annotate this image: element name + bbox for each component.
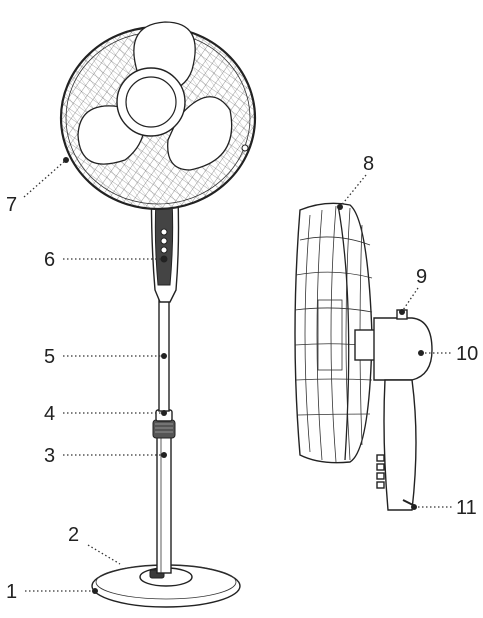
callout-6: 6 (44, 249, 167, 271)
fan-base (91, 564, 241, 608)
callout-label-3: 3 (44, 445, 55, 467)
callout-label-7: 7 (6, 194, 17, 216)
side-fan-illustration (294, 202, 433, 511)
callout-10: 10 (418, 343, 478, 365)
callout-8: 8 (337, 153, 374, 210)
callout-4: 4 (44, 403, 167, 425)
callout-label-8: 8 (363, 153, 374, 175)
callout-label-10: 10 (456, 343, 478, 365)
callout-2: 2 (68, 524, 121, 565)
callout-label-9: 9 (416, 266, 427, 288)
side-stand-neck (376, 379, 417, 511)
callout-1: 1 (6, 581, 98, 603)
callout-label-5: 5 (44, 346, 55, 368)
fan-blades (77, 21, 233, 171)
side-guard (294, 202, 373, 464)
callout-label-1: 1 (6, 581, 17, 603)
callout-7: 7 (6, 157, 69, 216)
callout-9: 9 (399, 266, 427, 315)
callout-label-4: 4 (44, 403, 55, 425)
callout-label-11: 11 (456, 497, 477, 519)
callout-5: 5 (44, 346, 167, 368)
callout-3: 3 (44, 445, 167, 467)
callout-label-6: 6 (44, 249, 55, 271)
callout-label-2: 2 (68, 524, 79, 546)
front-fan-illustration (59, 21, 257, 608)
callout-11: 11 (411, 497, 477, 519)
